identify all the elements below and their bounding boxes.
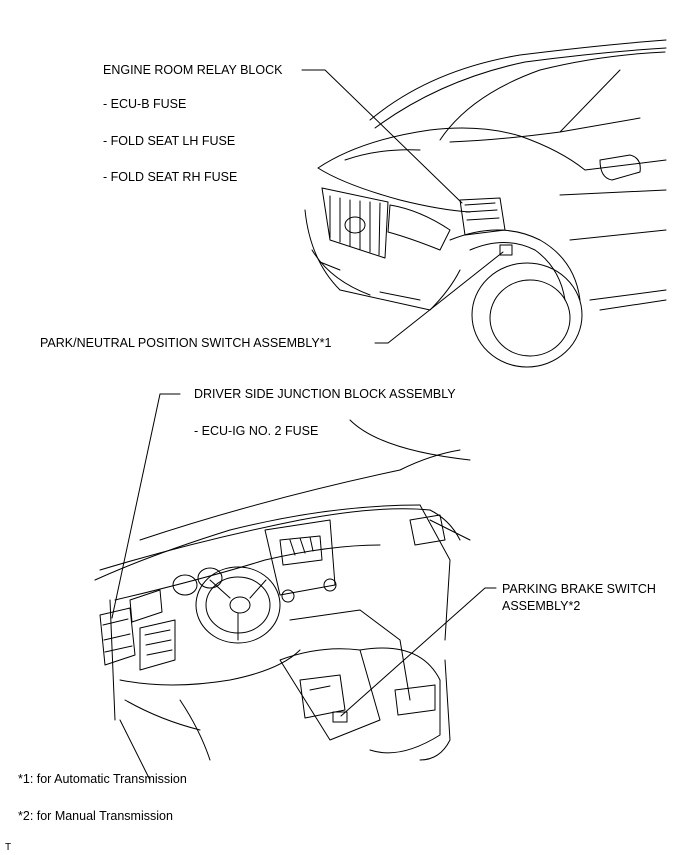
fold-seat-rh-fuse-label: - FOLD SEAT RH FUSE bbox=[103, 170, 238, 184]
vehicle-drawing bbox=[304, 39, 667, 368]
fold-seat-lh-fuse-label: - FOLD SEAT LH FUSE bbox=[103, 134, 236, 148]
park-neutral-switch-label: PARK/NEUTRAL POSITION SWITCH ASSEMBLY*1 bbox=[40, 336, 332, 350]
footnote-2: *2: for Manual Transmission bbox=[18, 809, 173, 823]
ecu-b-fuse-label: - ECU-B FUSE bbox=[103, 97, 187, 111]
parking-brake-switch-label-line2: ASSEMBLY*2 bbox=[502, 599, 581, 613]
engine-room-relay-block-label: ENGINE ROOM RELAY BLOCK bbox=[103, 63, 283, 77]
driver-side-junction-block-label: DRIVER SIDE JUNCTION BLOCK ASSEMBLY bbox=[194, 387, 456, 401]
footnote-1: *1: for Automatic Transmission bbox=[18, 772, 187, 786]
ecu-ig-no2-fuse-label: - ECU-IG NO. 2 FUSE bbox=[194, 424, 319, 438]
leader-lines bbox=[111, 69, 504, 717]
corner-mark: T bbox=[5, 842, 12, 853]
parking-brake-switch-label: PARKING BRAKE SWITCH bbox=[502, 582, 656, 596]
interior-drawing bbox=[94, 419, 471, 781]
